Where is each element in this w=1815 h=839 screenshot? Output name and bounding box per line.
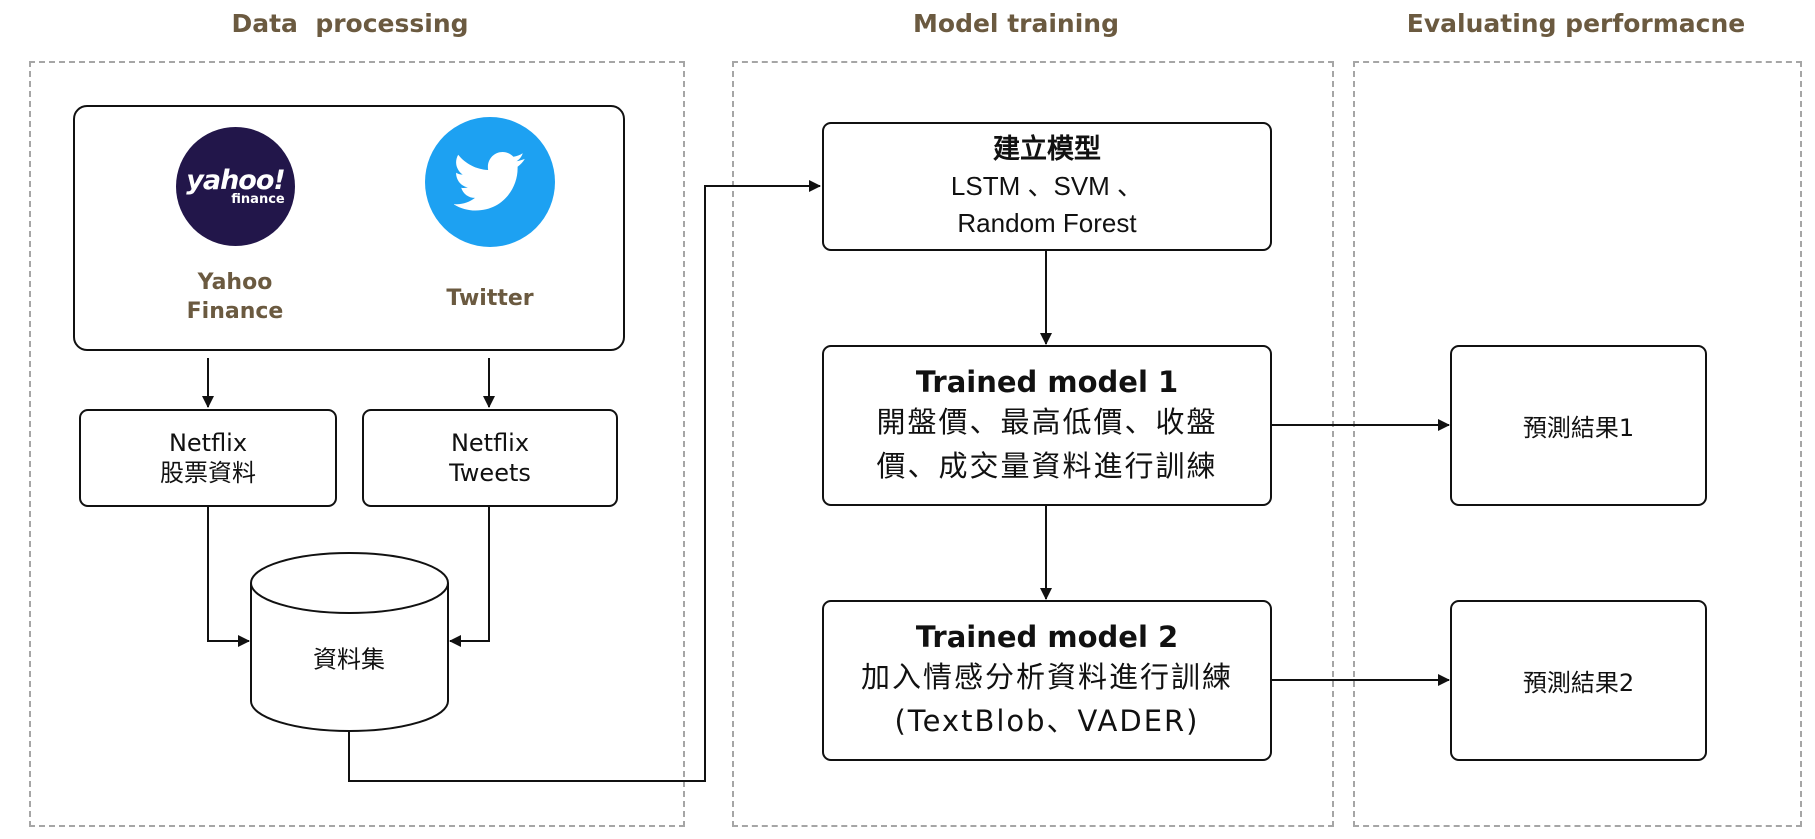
data-sources-box — [73, 105, 625, 351]
prediction-result-1-box: 預測結果1 — [1450, 345, 1707, 506]
twitter-label: Twitter — [446, 286, 534, 311]
tweets-box-line1: Netflix — [450, 429, 530, 457]
panel-model-training — [732, 61, 1334, 827]
arrow-stock-to-dataset — [207, 506, 250, 647]
section-title-evaluating: Evaluating performacne — [1406, 9, 1746, 38]
yahoo-finance-logo-icon: yahoo! finance — [176, 127, 295, 246]
trained-model-2-line2: (TextBlob、VADER) — [894, 703, 1200, 738]
trained-model-2-title: Trained model 2 — [915, 619, 1179, 654]
trained-model-1-title: Trained model 1 — [915, 364, 1179, 399]
trained-model-2-box: Trained model 2 加入情感分析資料進行訓練 (TextBlob、V… — [822, 600, 1272, 761]
arrow-tweets-to-dataset — [449, 506, 490, 647]
trained-model-1-box: Trained model 1 開盤價、最高低價、收盤 價、成交量資料進行訓練 — [822, 345, 1272, 506]
dataset-label: 資料集 — [313, 645, 385, 674]
stock-box-line1: Netflix — [168, 429, 248, 457]
build-model-title: 建立模型 — [993, 133, 1101, 165]
netflix-tweets-box: Netflix Tweets — [362, 409, 618, 507]
section-title-data-processing: Data processing — [231, 9, 469, 38]
trained-model-1-line2: 價、成交量資料進行訓練 — [876, 448, 1218, 483]
trained-model-2-line1: 加入情感分析資料進行訓練 — [860, 659, 1233, 694]
yahoo-logo-subtext: finance — [231, 192, 285, 207]
panel-evaluating — [1353, 61, 1802, 827]
panel-data-processing — [29, 61, 685, 827]
twitter-logo-icon — [425, 117, 555, 247]
build-model-line2: Random Forest — [957, 207, 1137, 238]
prediction-result-2-label: 預測結果2 — [1522, 669, 1635, 697]
twitter-bird-icon — [454, 152, 525, 211]
arrow-dataset-to-model — [348, 180, 821, 782]
prediction-result-1-label: 預測結果1 — [1522, 414, 1635, 442]
build-model-box: 建立模型 LSTM 、SVM 、 Random Forest — [822, 122, 1272, 251]
build-model-line1: LSTM 、SVM 、 — [950, 170, 1144, 201]
tweets-box-line2: Tweets — [449, 459, 531, 487]
yahoo-finance-label: Yahoo Finance — [187, 268, 284, 326]
dataset-cylinder — [250, 552, 449, 732]
stock-box-line2: 股票資料 — [160, 459, 256, 487]
yahoo-logo-text: yahoo! — [186, 165, 285, 196]
yahoo-label-line2: Finance — [186, 299, 284, 324]
yahoo-label-line1: Yahoo — [197, 270, 273, 295]
prediction-result-2-box: 預測結果2 — [1450, 600, 1707, 761]
section-title-model-training: Model training — [913, 9, 1119, 38]
trained-model-1-line1: 開盤價、最高低價、收盤 — [876, 404, 1218, 439]
netflix-stock-data-box: Netflix 股票資料 — [79, 409, 337, 507]
